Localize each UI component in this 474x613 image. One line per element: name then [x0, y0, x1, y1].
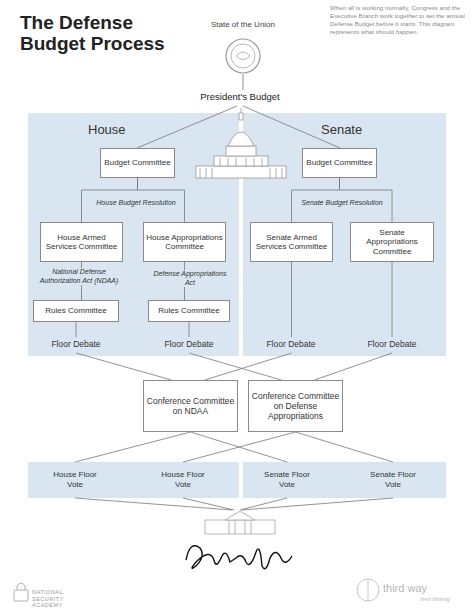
- vote-band: House Floor Vote House Floor Vote: [28, 462, 239, 498]
- box-label: Budget Committee: [104, 158, 170, 168]
- capitol-illustration: [196, 108, 286, 178]
- box-label: Rules Committee: [45, 306, 106, 316]
- annotation-text: third way: [383, 582, 443, 594]
- signature: [186, 546, 292, 569]
- box-label: Senate Armed Services Committee: [253, 233, 330, 252]
- academy-logo: [14, 583, 28, 601]
- conference-box: Conference Committee on Defense Appropri…: [248, 380, 343, 432]
- annotation-text: fresh thinking: [420, 596, 470, 602]
- annotation-text: House Budget Resolution: [91, 199, 181, 206]
- committee-box: Rules Committee: [148, 300, 230, 322]
- chamber-heading: Senate: [321, 122, 362, 137]
- committee-box: Senate Armed Services Committee: [250, 222, 333, 262]
- chamber-panel: HouseBudget CommitteeHouse Armed Service…: [28, 113, 239, 356]
- box-label: House Appropriations Committee: [146, 233, 223, 252]
- leader-line: [75, 498, 393, 510]
- vote-label: Senate Floor Vote: [368, 470, 418, 489]
- annotation-text: President's Budget: [180, 91, 300, 102]
- edge-label: National Defense Authorization Act (NDAA…: [34, 268, 124, 285]
- leader-line: [137, 106, 237, 148]
- vote-label: Senate Floor Vote: [262, 470, 312, 489]
- committee-box: House Appropriations Committee: [143, 222, 226, 262]
- diagram-title: The Defense Budget Process: [20, 12, 170, 54]
- connector-line: [183, 432, 295, 462]
- leader-line: [243, 74, 244, 90]
- annotation-text: When all is working normally, Congress a…: [330, 4, 468, 36]
- connector-line: [189, 322, 281, 380]
- connector-line: [75, 432, 190, 462]
- committee-box: Senate Appropriations Committee: [350, 222, 434, 262]
- box-label: Conference Committee on Defense Appropri…: [251, 391, 340, 421]
- annotation-text: Floor Debate: [265, 339, 317, 349]
- annotation-text: Floor Debate: [366, 339, 418, 349]
- chamber-panel: SenateBudget CommitteeSenate Armed Servi…: [243, 113, 446, 356]
- presidential-seal: [226, 39, 260, 73]
- box-label: Conference Committee on NDAA: [146, 396, 235, 416]
- committee-box: Rules Committee: [33, 300, 119, 322]
- connector-line: [296, 432, 394, 462]
- vote-band: Senate Floor Vote Senate Floor Vote: [243, 462, 446, 498]
- annotation-text: NATIONAL SECURITY ACADEMY: [32, 589, 92, 609]
- annotation-text: Senate Budget Resolution: [297, 199, 387, 206]
- committee-box: Budget Committee: [100, 148, 175, 178]
- box-label: Rules Committee: [158, 306, 219, 316]
- committee-box: Budget Committee: [302, 148, 377, 178]
- third-way-logo: [357, 579, 379, 601]
- edge-label: Defense Appropriations Act: [148, 270, 232, 287]
- connector-line: [76, 322, 172, 380]
- committee-box: House Armed Services Committee: [40, 222, 123, 262]
- connector-line: [315, 262, 393, 380]
- annotation-text: Floor Debate: [163, 339, 215, 349]
- chamber-heading: House: [88, 122, 126, 137]
- vote-label: House Floor Vote: [50, 470, 100, 489]
- box-label: House Armed Services Committee: [43, 233, 120, 252]
- annotation-text: State of the Union: [190, 20, 296, 29]
- leader-line: [243, 106, 340, 148]
- annotation-text: Floor Debate: [50, 339, 102, 349]
- conference-box: Conference Committee on NDAA: [143, 380, 238, 432]
- box-label: Senate Appropriations Committee: [353, 228, 431, 257]
- white-house-illustration: [205, 511, 275, 534]
- vote-label: House Floor Vote: [158, 470, 208, 489]
- box-label: Budget Committee: [306, 158, 372, 168]
